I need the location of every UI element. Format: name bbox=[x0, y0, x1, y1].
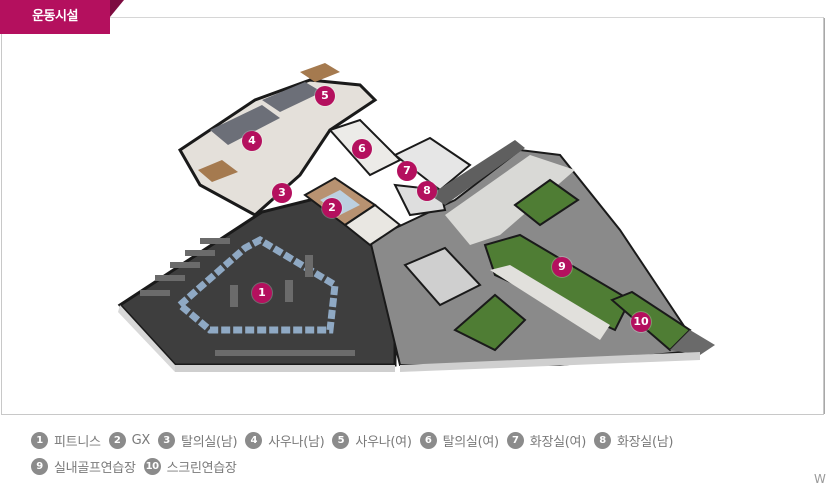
legend-item: 2 GX bbox=[108, 432, 151, 449]
legend-row-1: 1 피트니스 2 GX 3 탈의실(남) 4 사우나(남) 5 사우나(여) 6… bbox=[31, 430, 811, 451]
legend-item: 6 탈의실(여) bbox=[419, 431, 499, 450]
plan-marker-restroom-men: 8 bbox=[417, 181, 437, 201]
number-badge-icon: 5 bbox=[332, 432, 350, 449]
plan-marker-locker-men: 3 bbox=[272, 183, 292, 203]
legend-label: 사우나(여) bbox=[355, 435, 412, 450]
plan-marker-sauna-men: 4 bbox=[242, 131, 262, 151]
legend-label: 사우나(남) bbox=[268, 435, 325, 450]
legend-label: 실내골프연습장 bbox=[54, 461, 136, 476]
legend-label: 화장실(남) bbox=[616, 435, 674, 450]
corner-text-fragment: W bbox=[814, 472, 826, 486]
plan-marker-locker-women: 6 bbox=[352, 139, 372, 159]
legend-item: 3 탈의실(남) bbox=[158, 431, 238, 450]
section-tag-fold bbox=[110, 0, 124, 17]
number-badge-icon: 6 bbox=[419, 432, 437, 449]
number-badge-icon: 2 bbox=[108, 432, 126, 449]
legend-item: 5 사우나(여) bbox=[332, 431, 412, 450]
number-badge-icon: 8 bbox=[593, 432, 611, 449]
plan-marker-gx: 2 bbox=[322, 198, 342, 218]
number-badge-icon: 1 bbox=[31, 432, 48, 449]
legend-item: 10 스크린연습장 bbox=[143, 457, 237, 476]
plan-marker-screen-golf: 10 bbox=[631, 312, 651, 332]
legend-label: 화장실(여) bbox=[529, 435, 586, 450]
plan-marker-sauna-women: 5 bbox=[315, 86, 335, 106]
legend-item: 9 실내골프연습장 bbox=[31, 457, 136, 476]
legend-label: 탈의실(남) bbox=[181, 435, 238, 450]
number-badge-icon: 4 bbox=[245, 432, 263, 449]
number-badge-icon: 7 bbox=[506, 432, 524, 449]
number-badge-icon: 10 bbox=[143, 458, 161, 475]
legend-label: GX bbox=[131, 433, 151, 448]
section-tag: 운동시설 bbox=[0, 0, 110, 34]
legend-label: 탈의실(여) bbox=[442, 435, 499, 450]
legend-item: 1 피트니스 bbox=[31, 431, 101, 450]
legend-label: 피트니스 bbox=[54, 435, 101, 450]
floor-plan-image bbox=[117, 63, 715, 372]
number-badge-icon: 9 bbox=[31, 458, 48, 475]
facility-legend: 1 피트니스 2 GX 3 탈의실(남) 4 사우나(남) 5 사우나(여) 6… bbox=[31, 430, 811, 482]
legend-label: 스크린연습장 bbox=[166, 461, 237, 476]
legend-item: 4 사우나(남) bbox=[245, 431, 325, 450]
plan-marker-fitness: 1 bbox=[252, 283, 272, 303]
legend-item: 7 화장실(여) bbox=[506, 431, 586, 450]
plan-marker-indoor-golf: 9 bbox=[552, 257, 572, 277]
legend-row-2: 9 실내골프연습장 10 스크린연습장 bbox=[31, 456, 811, 477]
plan-marker-restroom-women: 7 bbox=[397, 161, 417, 181]
legend-item: 8 화장실(남) bbox=[593, 431, 674, 450]
number-badge-icon: 3 bbox=[158, 432, 176, 449]
